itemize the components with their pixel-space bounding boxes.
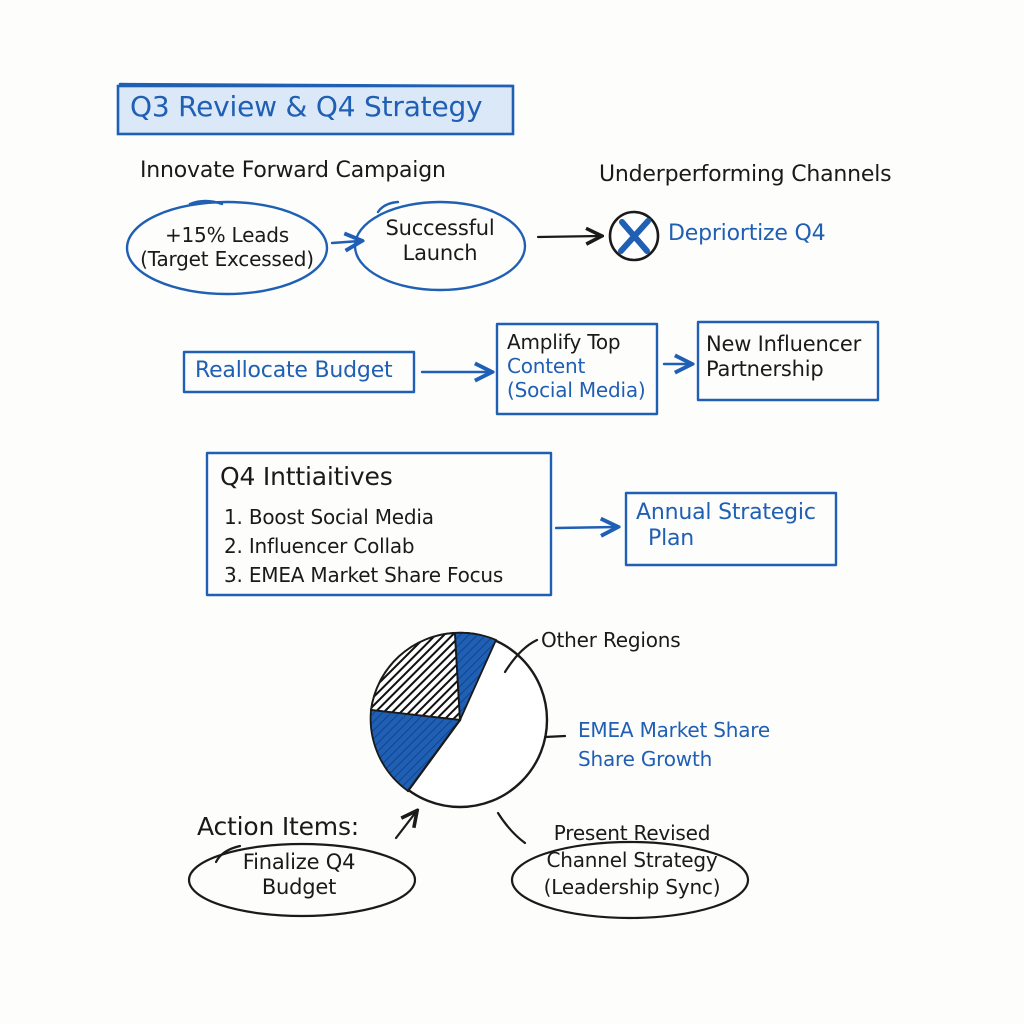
reallocate-box: [182, 350, 416, 394]
leader-other-regions: [503, 638, 539, 674]
influencer-label-line1: New Influencer: [706, 332, 862, 356]
present-ellipse: [510, 840, 750, 920]
annual-plan-line1: Annual Strategic: [636, 500, 816, 525]
leader-present: [496, 811, 527, 845]
amplify-label-line3: (Social Media): [507, 378, 646, 402]
pie-label-other-regions: Other Regions: [541, 628, 681, 652]
pie-slice-blue-large: [369, 709, 462, 793]
deprioritize-label: Depriortize Q4: [668, 221, 826, 246]
influencer-label-line2: Partnership: [706, 357, 824, 382]
channels-heading: Underperforming Channels: [599, 162, 892, 187]
pie-slice-black: [369, 631, 462, 722]
x-mark-icon: [618, 218, 651, 254]
page-title: Q3 Review & Q4 Strategy: [130, 90, 483, 123]
initiative-item-2: 2. Influencer Collab: [224, 534, 415, 558]
reallocate-label: Reallocate Budget: [195, 358, 393, 383]
finalize-label: Finalize Q4 Budget: [204, 850, 394, 900]
initiative-item-3: 3. EMEA Market Share Focus: [224, 563, 504, 587]
campaign-heading: Innovate Forward Campaign: [140, 158, 446, 183]
influencer-box: [696, 320, 880, 402]
finalize-label-line2: Budget: [261, 875, 337, 900]
launch-label-line1: Successful: [385, 216, 495, 240]
present-label-line2: Channel Strategy: [546, 848, 718, 872]
present-label: Present Revised Channel Strategy (Leader…: [518, 820, 746, 901]
leads-label-line1: +15% Leads: [164, 223, 290, 247]
influencer-label: New Influencer Partnership: [706, 332, 861, 382]
region-pie-chart: [369, 631, 549, 809]
title-box: [116, 84, 515, 136]
launch-label-line2: Launch: [402, 241, 478, 266]
launch-label: Successful Launch: [362, 216, 518, 266]
amplify-label-line1: Amplify Top: [507, 330, 621, 354]
finalize-label-line1: Finalize Q4: [242, 850, 356, 874]
amplify-label-line2: Content: [507, 354, 586, 378]
initiative-item-1: 1. Boost Social Media: [224, 505, 434, 529]
present-label-line3: (Leadership Sync): [543, 875, 721, 899]
initiatives-heading: Q4 Inttiaitives: [220, 462, 393, 491]
action-items-heading: Action Items:: [197, 812, 359, 841]
pie-label-emea-line2: Share Growth: [578, 747, 713, 771]
annual-plan-box: [624, 491, 838, 567]
finalize-ellipse: [187, 842, 417, 918]
amplify-label: Amplify Top Content (Social Media): [507, 330, 646, 402]
annual-plan-label: Annual Strategic Plan: [636, 500, 816, 553]
arrow-initiatives-to-annual: [554, 527, 616, 528]
arrow-launch-to-deprioritize: [536, 236, 600, 237]
present-label-line1: Present Revised: [553, 821, 711, 845]
pie-label-emea-line1: EMEA Market Share: [578, 718, 770, 742]
leads-label: +15% Leads (Target Excessed): [130, 223, 324, 271]
pie-slice-blue-small: [454, 631, 498, 721]
leader-emea: [543, 734, 567, 739]
initiatives-list: 1. Boost Social Media 2. Influencer Coll…: [224, 503, 503, 590]
amplify-box: [495, 322, 659, 416]
launch-ellipse: [353, 200, 527, 292]
pie-label-emea: EMEA Market Share Share Growth: [578, 716, 770, 774]
arrow-action-to-pie: [394, 812, 416, 840]
leads-label-line2: (Target Excessed): [140, 247, 314, 271]
initiatives-box: [205, 451, 553, 597]
annual-plan-line2: Plan: [648, 526, 695, 552]
leads-ellipse: [125, 200, 329, 296]
